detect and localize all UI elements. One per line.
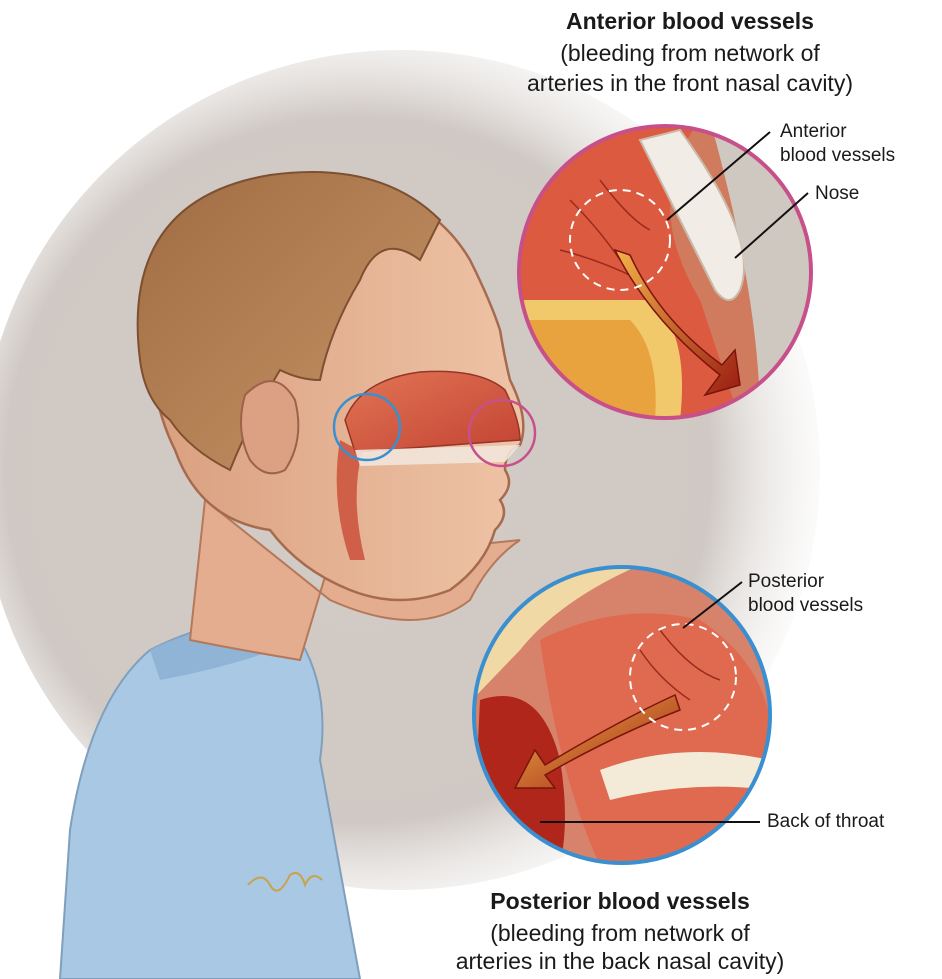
anterior-subtitle-line1: (bleeding from network of xyxy=(480,38,900,68)
anterior-subtitle-line2: arteries in the front nasal cavity) xyxy=(460,68,920,98)
posterior-title: Posterior blood vessels xyxy=(420,888,820,915)
nose-label: Nose xyxy=(815,182,859,206)
anterior-vessels-label-line1: Anterior xyxy=(780,120,847,144)
back-of-throat-label: Back of throat xyxy=(767,810,884,834)
posterior-subtitle-line2: arteries in the back nasal cavity) xyxy=(395,946,845,976)
ear xyxy=(241,381,298,473)
posterior-vessels-label-line1: Posterior xyxy=(748,570,824,594)
posterior-vessels-label-line2: blood vessels xyxy=(748,594,863,618)
anterior-title: Anterior blood vessels xyxy=(480,8,900,35)
anterior-vessels-label-line2: blood vessels xyxy=(780,144,895,168)
posterior-subtitle-line1: (bleeding from network of xyxy=(420,918,820,948)
